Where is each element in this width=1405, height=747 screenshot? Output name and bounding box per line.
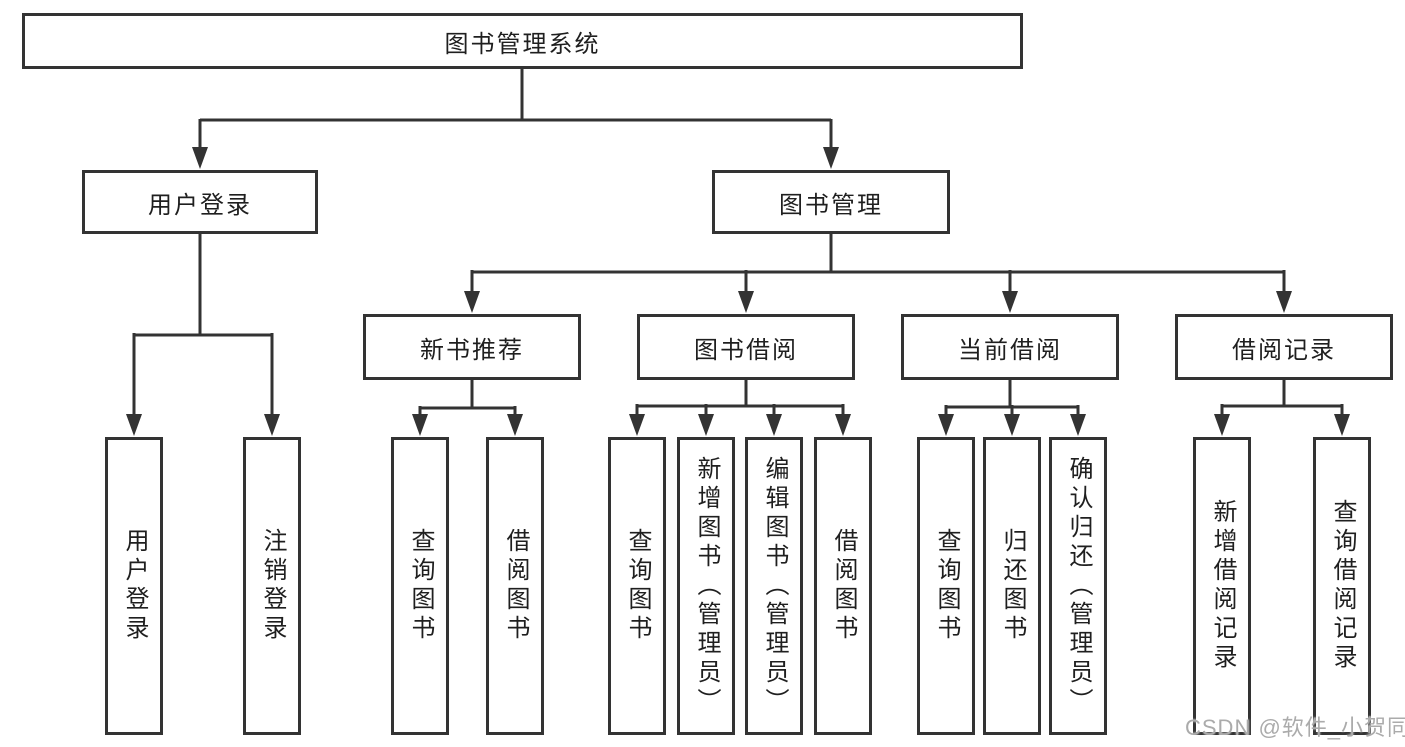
node-label: 借阅图书 [830,528,857,644]
leaf-edit-books-admin: 编辑图书（管理员） [745,437,803,735]
node-label: 确认归还（管理员） [1065,455,1092,717]
node-label: 借阅图书 [502,528,529,644]
node-label: 注销登录 [259,528,286,644]
arrowhead [192,147,839,169]
leaf-query-borrow-record: 查询借阅记录 [1313,437,1371,735]
leaf-return-books: 归还图书 [983,437,1041,735]
node-label: 图书管理 [779,191,883,219]
arrowhead [126,414,280,436]
node-label: 查询借阅记录 [1329,499,1356,673]
csdn-watermark: CSDN @软件_小贺同学 [1185,715,1405,740]
leaf-user-login: 用户登录 [105,437,163,735]
node-label: 新增借阅记录 [1209,499,1236,673]
arrowhead [1214,414,1350,436]
leaf-confirm-return-admin: 确认归还（管理员） [1049,437,1107,735]
leaf-logout: 注销登录 [243,437,301,735]
leaf-query-books: 查询图书 [608,437,666,735]
node-label: 查询图书 [624,528,651,644]
leaf-add-books-admin: 新增图书（管理员） [677,437,735,735]
leaf-query-books: 查询图书 [917,437,975,735]
leaf-query-books: 查询图书 [391,437,449,735]
node-user-login: 用户登录 [82,170,318,234]
leaf-add-borrow-record: 新增借阅记录 [1193,437,1251,735]
leaf-borrow-books: 借阅图书 [486,437,544,735]
node-label: 图书借阅 [694,336,798,364]
node-label: 查询图书 [407,528,434,644]
connector-new-book-to-leaves [412,380,523,436]
arrowhead [629,414,851,436]
node-new-book-recommend: 新书推荐 [363,314,581,380]
node-label: 当前借阅 [958,336,1062,364]
connector-user-login-to-leaves [126,234,280,436]
connector-book-borrow-to-leaves [629,380,851,436]
node-label: 借阅记录 [1232,336,1336,364]
arrowhead [464,291,1292,313]
node-borrow-record: 借阅记录 [1175,314,1393,380]
arrowhead [412,414,523,436]
node-label: 图书管理系统 [444,30,601,58]
node-label: 查询图书 [933,528,960,644]
node-book-management: 图书管理 [712,170,950,234]
node-label: 用户登录 [121,528,148,644]
leaf-borrow-books: 借阅图书 [814,437,872,735]
node-label: 用户登录 [148,191,252,219]
connector-current-borrow-to-leaves [938,380,1086,436]
node-label: 归还图书 [999,528,1026,644]
node-label: 新书推荐 [420,336,524,364]
node-book-borrow: 图书借阅 [637,314,855,380]
arrowhead [938,414,1086,436]
node-library-management-system: 图书管理系统 [22,13,1023,69]
node-label: 新增图书（管理员） [693,455,720,717]
connector-book-mgmt-to-level2 [464,234,1292,313]
node-current-borrow: 当前借阅 [901,314,1119,380]
connector-root-to-level1 [192,69,839,169]
node-label: 编辑图书（管理员） [761,455,788,717]
connector-borrow-record-to-leaves [1214,380,1350,436]
